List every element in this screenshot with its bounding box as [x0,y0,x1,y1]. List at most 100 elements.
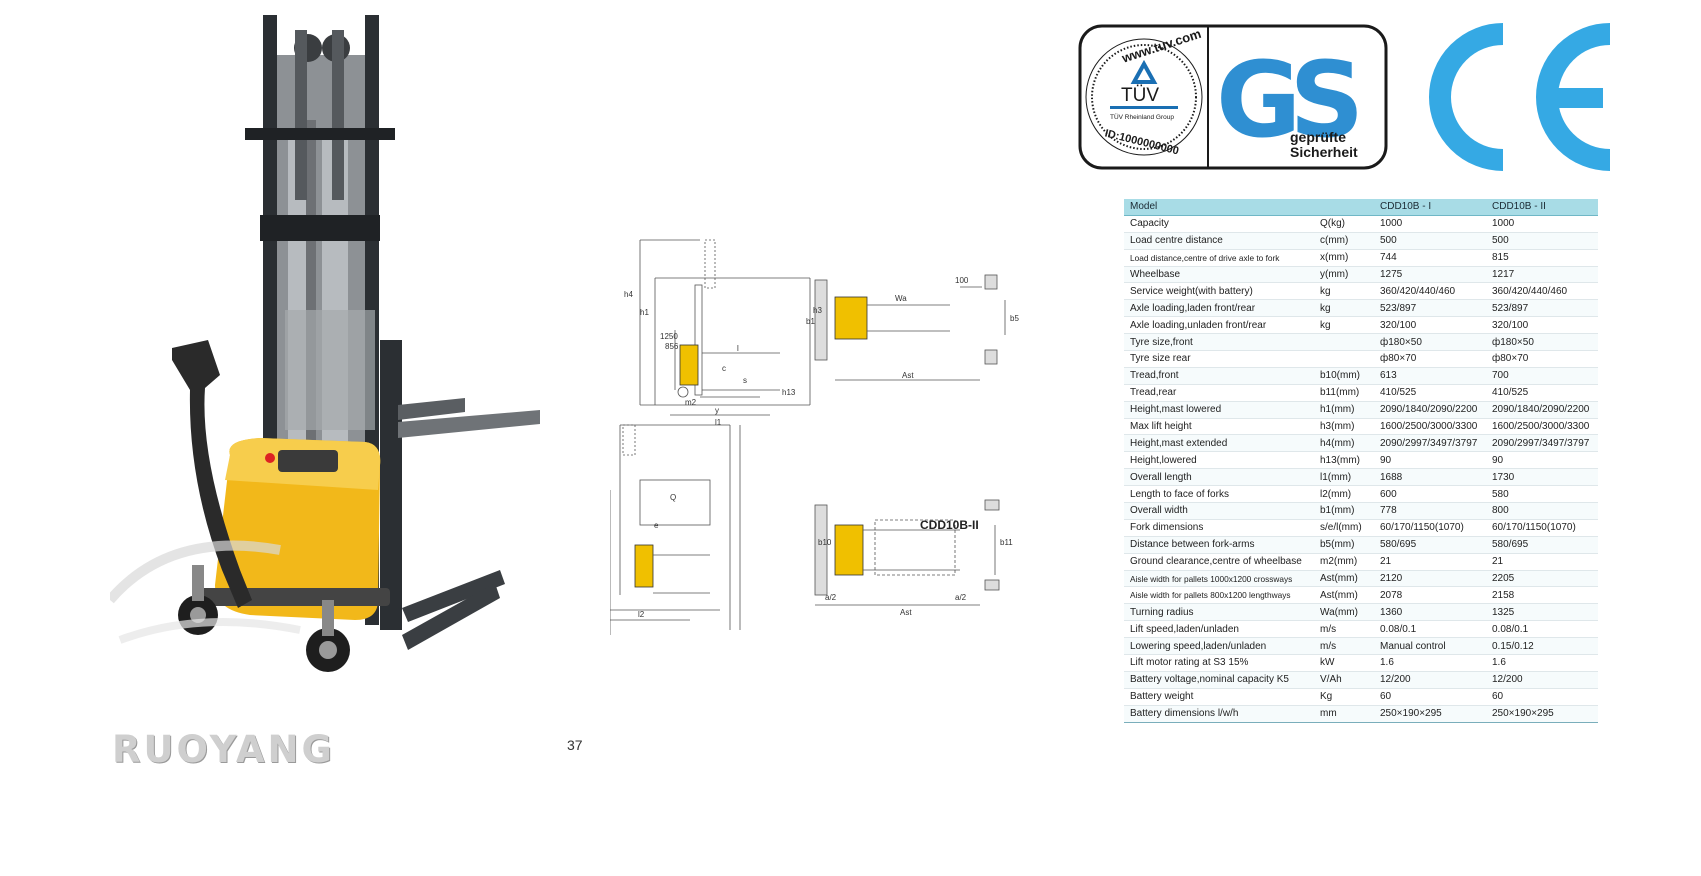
table-row: Aisle width for pallets 800x1200 lengthw… [1124,586,1598,605]
dim-s: s [743,376,747,385]
spec-value-model-1: 1.6 [1374,654,1486,672]
gs-line1: geprüfte [1290,129,1346,145]
spec-value-model-2: 1600/2500/3000/3300 [1486,418,1598,436]
spec-value-model-1: 613 [1374,367,1486,385]
spec-unit: h3(mm) [1314,418,1374,436]
header-unit [1314,199,1374,216]
spec-value-model-2: 2158 [1486,586,1598,605]
spec-unit: Wa(mm) [1314,603,1374,622]
spec-unit: kg [1314,316,1374,335]
spec-value-model-1: ф80×70 [1374,350,1486,368]
spec-value-model-2: 2090/2997/3497/3797 [1486,434,1598,453]
dim-h1: h1 [640,308,649,317]
spec-unit: mm [1314,705,1374,723]
tuv-mark: TÜV [1121,85,1159,106]
dim-l: l [737,344,739,353]
spec-value-model-2: 580/695 [1486,536,1598,554]
spec-value-model-1: 1275 [1374,266,1486,284]
spec-parameter: Lift motor rating at S3 15% [1124,654,1314,672]
dim-m2: m2 [685,398,697,407]
spec-value-model-2: 700 [1486,367,1598,385]
table-row: Load distance,centre of drive axle to fo… [1124,249,1598,267]
spec-value-model-2: 0.08/0.1 [1486,620,1598,639]
spec-unit: Q(kg) [1314,215,1374,233]
spec-parameter: Aisle width for pallets 800x1200 lengthw… [1124,586,1314,605]
spec-value-model-2: 800 [1486,502,1598,520]
spec-value-model-2: 815 [1486,249,1598,267]
dim-b1: b1 [806,317,815,326]
spec-value-model-2: 1730 [1486,468,1598,487]
dim-q: Q [670,493,676,502]
spec-unit [1314,350,1374,368]
spec-value-model-2: 2205 [1486,570,1598,588]
dim-h13: h13 [782,388,796,397]
dim-b5: b5 [1010,314,1019,323]
spec-value-model-2: 1.6 [1486,654,1598,672]
spec-parameter: Ground clearance,centre of wheelbase [1124,553,1314,571]
dim-l1: l1 [715,418,722,427]
tuv-gs-certification-logo: www.tuv.com TÜV TÜV Rheinland Group ID:1… [1078,24,1388,170]
spec-value-model-1: 523/897 [1374,299,1486,318]
spec-unit: Ast(mm) [1314,586,1374,605]
spec-unit: b11(mm) [1314,384,1374,402]
spec-parameter: Height,mast lowered [1124,401,1314,419]
spec-unit: b1(mm) [1314,502,1374,520]
spec-unit: kg [1314,282,1374,301]
spec-value-model-2: 21 [1486,553,1598,571]
spec-value-model-2: 500 [1486,232,1598,250]
dim-856: 856 [665,342,679,351]
spec-unit: m/s [1314,637,1374,656]
spec-unit [1314,333,1374,352]
spec-unit: kW [1314,654,1374,672]
page-number: 37 [567,737,583,753]
spec-value-model-2: 1217 [1486,266,1598,284]
dim-h4: h4 [624,290,633,299]
spec-value-model-2: 1325 [1486,603,1598,622]
spec-value-model-2: 0.15/0.12 [1486,637,1598,656]
spec-parameter: Lowering speed,laden/unladen [1124,637,1314,656]
spec-parameter: Wheelbase [1124,266,1314,284]
spec-value-model-1: Manual control [1374,637,1486,656]
spec-value-model-1: 1600/2500/3000/3300 [1374,418,1486,436]
spec-value-model-1: 0.08/0.1 [1374,620,1486,639]
spec-value-model-1: 2090/2997/3497/3797 [1374,434,1486,453]
gs-letters: GS [1216,39,1357,161]
spec-value-model-2: 1000 [1486,215,1598,233]
dim-b11: b11 [1000,538,1013,547]
spec-value-model-1: 600 [1374,485,1486,504]
spec-value-model-1: 60 [1374,688,1486,706]
spec-value-model-1: 360/420/440/460 [1374,282,1486,301]
spec-unit: l2(mm) [1314,485,1374,504]
spec-value-model-1: 250×190×295 [1374,705,1486,723]
table-header-row: Model CDD10B - I CDD10B - II [1124,199,1598,216]
spec-unit: y(mm) [1314,266,1374,284]
spec-unit: m/s [1314,620,1374,639]
spec-parameter: Height,lowered [1124,451,1314,470]
spec-value-model-2: ф80×70 [1486,350,1598,368]
tuv-group: TÜV Rheinland Group [1110,113,1174,121]
spec-parameter: Service weight(with battery) [1124,282,1314,301]
spec-value-model-2: 580 [1486,485,1598,504]
dim-100: 100 [955,276,969,285]
spec-value-model-1: 90 [1374,451,1486,470]
spec-value-model-1: 320/100 [1374,316,1486,335]
spec-value-model-1: 580/695 [1374,536,1486,554]
spec-value-model-1: 778 [1374,502,1486,520]
spec-value-model-1: 1000 [1374,215,1486,233]
